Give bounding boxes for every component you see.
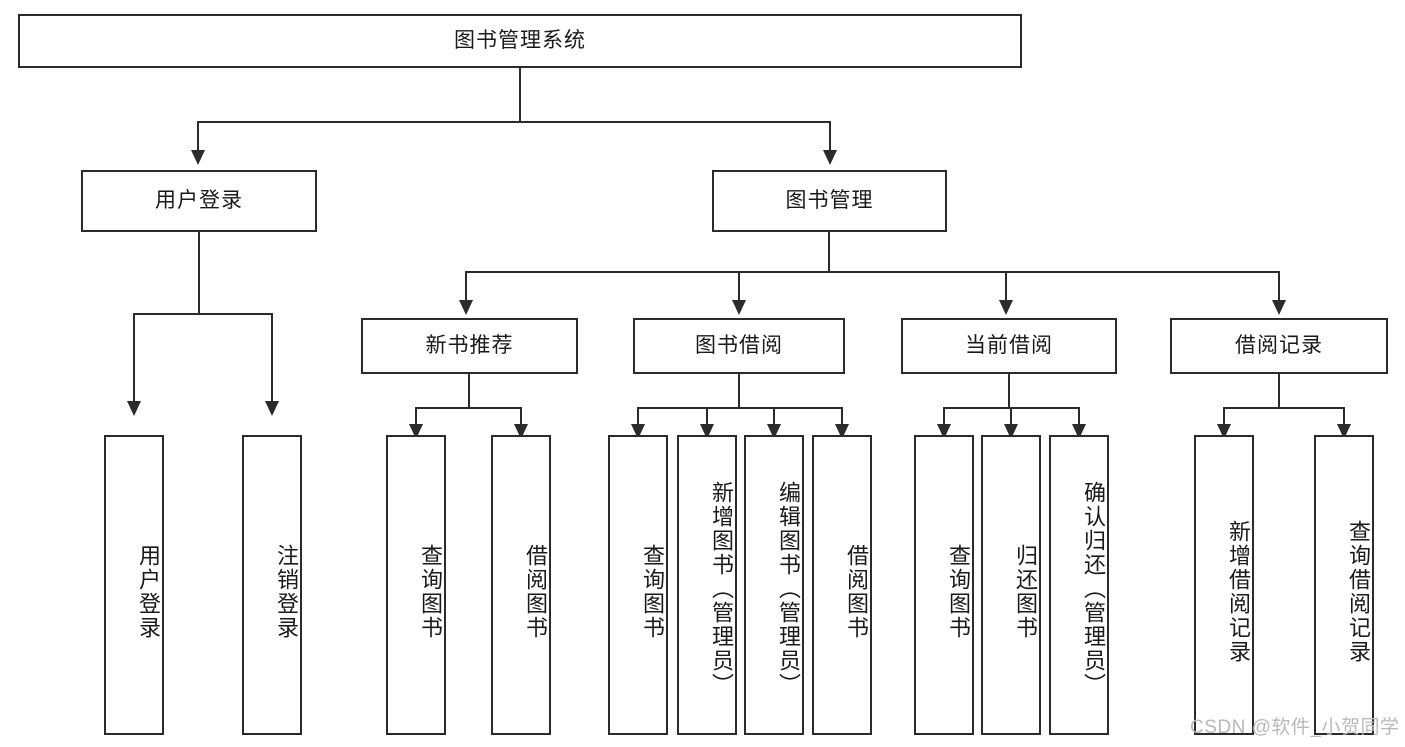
- edge-book-borrow-bus: [637, 407, 843, 409]
- leaf-bb-query-book[interactable]: 查询图书: [608, 435, 668, 735]
- node-label: 借阅记录: [1235, 334, 1323, 358]
- arrow-icon-book-borrow: [732, 300, 746, 315]
- node-label: 用户登录: [155, 189, 243, 213]
- edge-drop-book-management: [829, 121, 831, 152]
- edge-drop-book-borrow: [738, 271, 740, 302]
- edge-drop-leaf-user-login: [133, 313, 135, 403]
- arrow-icon-to-book-management: [823, 150, 837, 165]
- edge-new-book-bus: [415, 407, 522, 409]
- leaf-nb-borrow-book[interactable]: 借阅图书: [491, 435, 551, 735]
- edge-drop-nb-query: [415, 407, 417, 427]
- edge-drop-user-login: [197, 121, 199, 152]
- edge-book-management-stem: [828, 232, 830, 272]
- leaf-user-login[interactable]: 用户登录: [104, 435, 164, 735]
- node-user-login[interactable]: 用户登录: [81, 170, 317, 232]
- node-label: 新增图书（管理员）: [709, 481, 734, 697]
- node-label: 归还图书: [1013, 544, 1038, 640]
- node-label: 借阅图书: [844, 544, 869, 640]
- arrow-icon-leaf-user-login: [127, 401, 141, 416]
- edge-root-bus: [197, 121, 831, 123]
- edge-drop-current-borrow: [1005, 271, 1007, 302]
- node-current-borrow[interactable]: 当前借阅: [901, 318, 1117, 374]
- leaf-cb-query-book[interactable]: 查询图书: [914, 435, 974, 735]
- leaf-cb-return-book[interactable]: 归还图书: [981, 435, 1041, 735]
- node-label: 当前借阅: [965, 334, 1053, 358]
- node-label: 确认归还（管理员）: [1081, 481, 1106, 697]
- edge-borrow-record-stem: [1278, 374, 1280, 408]
- edge-drop-bb-edit: [773, 407, 775, 427]
- edge-book-borrow-stem: [738, 374, 740, 408]
- edge-user-login-bus: [133, 313, 273, 315]
- node-label: 新增借阅记录: [1226, 520, 1251, 664]
- node-label: 新书推荐: [425, 334, 514, 358]
- arrow-icon-current-borrow: [999, 300, 1013, 315]
- edge-book-management-bus: [465, 271, 1280, 273]
- node-new-book-recommend[interactable]: 新书推荐: [361, 318, 578, 374]
- edge-drop-cb-query: [943, 407, 945, 427]
- edge-drop-cb-return: [1010, 407, 1012, 427]
- edge-drop-bb-add: [706, 407, 708, 427]
- node-label: 查询借阅记录: [1346, 520, 1371, 664]
- edge-drop-borrow-record: [1278, 271, 1280, 302]
- edge-user-login-stem: [198, 232, 200, 314]
- edge-drop-new-book: [465, 271, 467, 302]
- node-label: 图书借阅: [695, 334, 783, 358]
- edge-root-stem: [519, 68, 521, 122]
- edge-drop-bb-query: [637, 407, 639, 427]
- leaf-bb-add-book-admin[interactable]: 新增图书（管理员）: [677, 435, 737, 735]
- edge-drop-leaf-logout: [271, 313, 273, 403]
- node-label: 用户登录: [136, 544, 161, 640]
- edge-drop-bb-borrow: [841, 407, 843, 427]
- leaf-br-add-record[interactable]: 新增借阅记录: [1194, 435, 1254, 735]
- node-label: 图书管理: [785, 189, 874, 213]
- arrow-icon-to-user-login: [191, 150, 205, 165]
- arrow-icon-borrow-record: [1272, 300, 1286, 315]
- arrow-icon-new-book: [459, 300, 473, 315]
- leaf-br-query-record[interactable]: 查询借阅记录: [1314, 435, 1374, 735]
- leaf-bb-borrow-book[interactable]: 借阅图书: [812, 435, 872, 735]
- node-label: 查询图书: [418, 544, 443, 640]
- edge-current-borrow-stem: [1008, 374, 1010, 408]
- edge-new-book-stem: [468, 374, 470, 408]
- leaf-nb-query-book[interactable]: 查询图书: [386, 435, 446, 735]
- node-label: 注销登录: [274, 544, 299, 640]
- watermark: CSDN @软件_小贺同学: [1190, 717, 1400, 738]
- node-book-management[interactable]: 图书管理: [712, 170, 947, 232]
- leaf-bb-edit-book-admin[interactable]: 编辑图书（管理员）: [744, 435, 804, 735]
- edge-drop-cb-confirm: [1078, 407, 1080, 427]
- edge-borrow-record-bus: [1223, 407, 1345, 409]
- node-label: 编辑图书（管理员）: [776, 481, 801, 697]
- node-root-book-management-system[interactable]: 图书管理系统: [18, 14, 1022, 68]
- edge-drop-nb-borrow: [520, 407, 522, 427]
- node-label: 查询图书: [946, 544, 971, 640]
- node-borrow-record[interactable]: 借阅记录: [1170, 318, 1388, 374]
- node-label: 图书管理系统: [454, 29, 586, 53]
- node-label: 借阅图书: [523, 544, 548, 640]
- arrow-icon-leaf-logout: [265, 401, 279, 416]
- leaf-cb-confirm-return-admin[interactable]: 确认归还（管理员）: [1049, 435, 1109, 735]
- leaf-logout[interactable]: 注销登录: [242, 435, 302, 735]
- edge-drop-br-add: [1223, 407, 1225, 427]
- node-label: 查询图书: [640, 544, 665, 640]
- edge-drop-br-query: [1343, 407, 1345, 427]
- node-book-borrow[interactable]: 图书借阅: [633, 318, 845, 374]
